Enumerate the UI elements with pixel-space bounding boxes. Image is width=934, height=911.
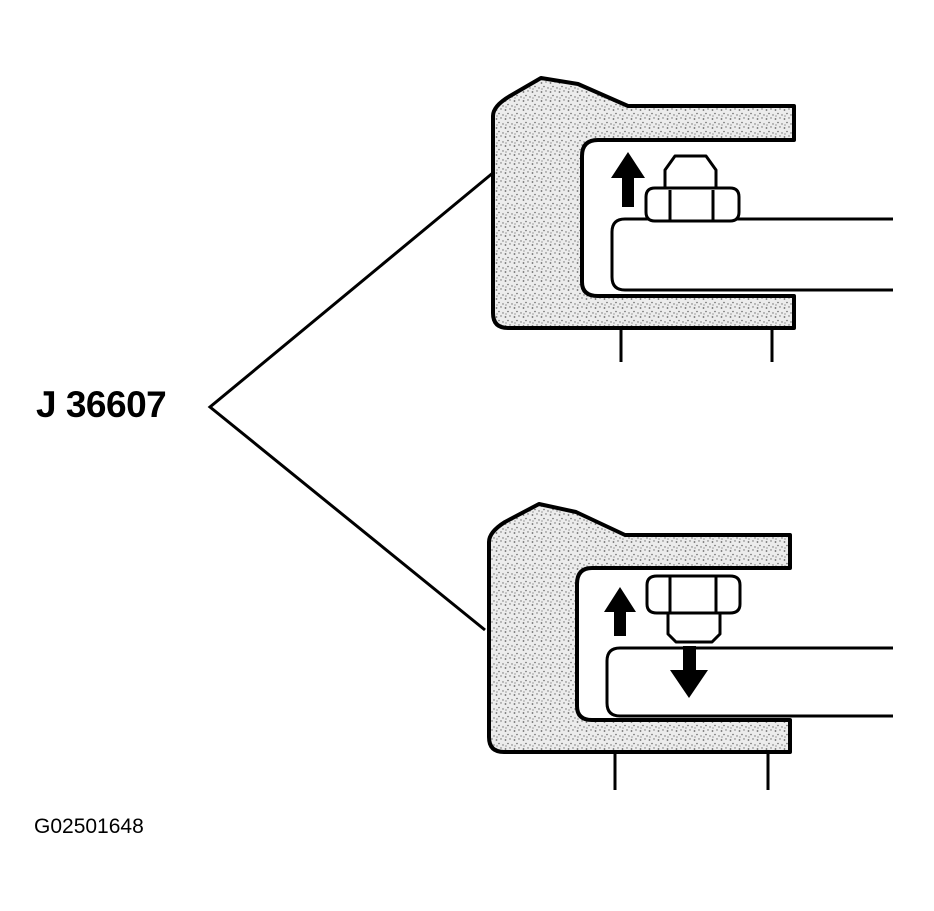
tool-view-bottom: [487, 502, 893, 790]
hex-nut-icon: [645, 574, 742, 644]
hex-nut-icon: [644, 154, 741, 223]
shaft-top: [610, 217, 893, 292]
arrow-up-icon: [604, 587, 636, 636]
shaft-bottom: [605, 646, 893, 718]
tool-frame-bottom: [487, 502, 792, 754]
tool-label: J 36607: [36, 384, 167, 425]
leader-lines: [207, 170, 495, 632]
tool-frame-top: [491, 76, 796, 330]
arrow-up-icon: [611, 152, 645, 207]
arrow-down-icon: [670, 646, 708, 698]
figure-code: G02501648: [34, 815, 144, 838]
tool-view-top: [491, 76, 893, 362]
